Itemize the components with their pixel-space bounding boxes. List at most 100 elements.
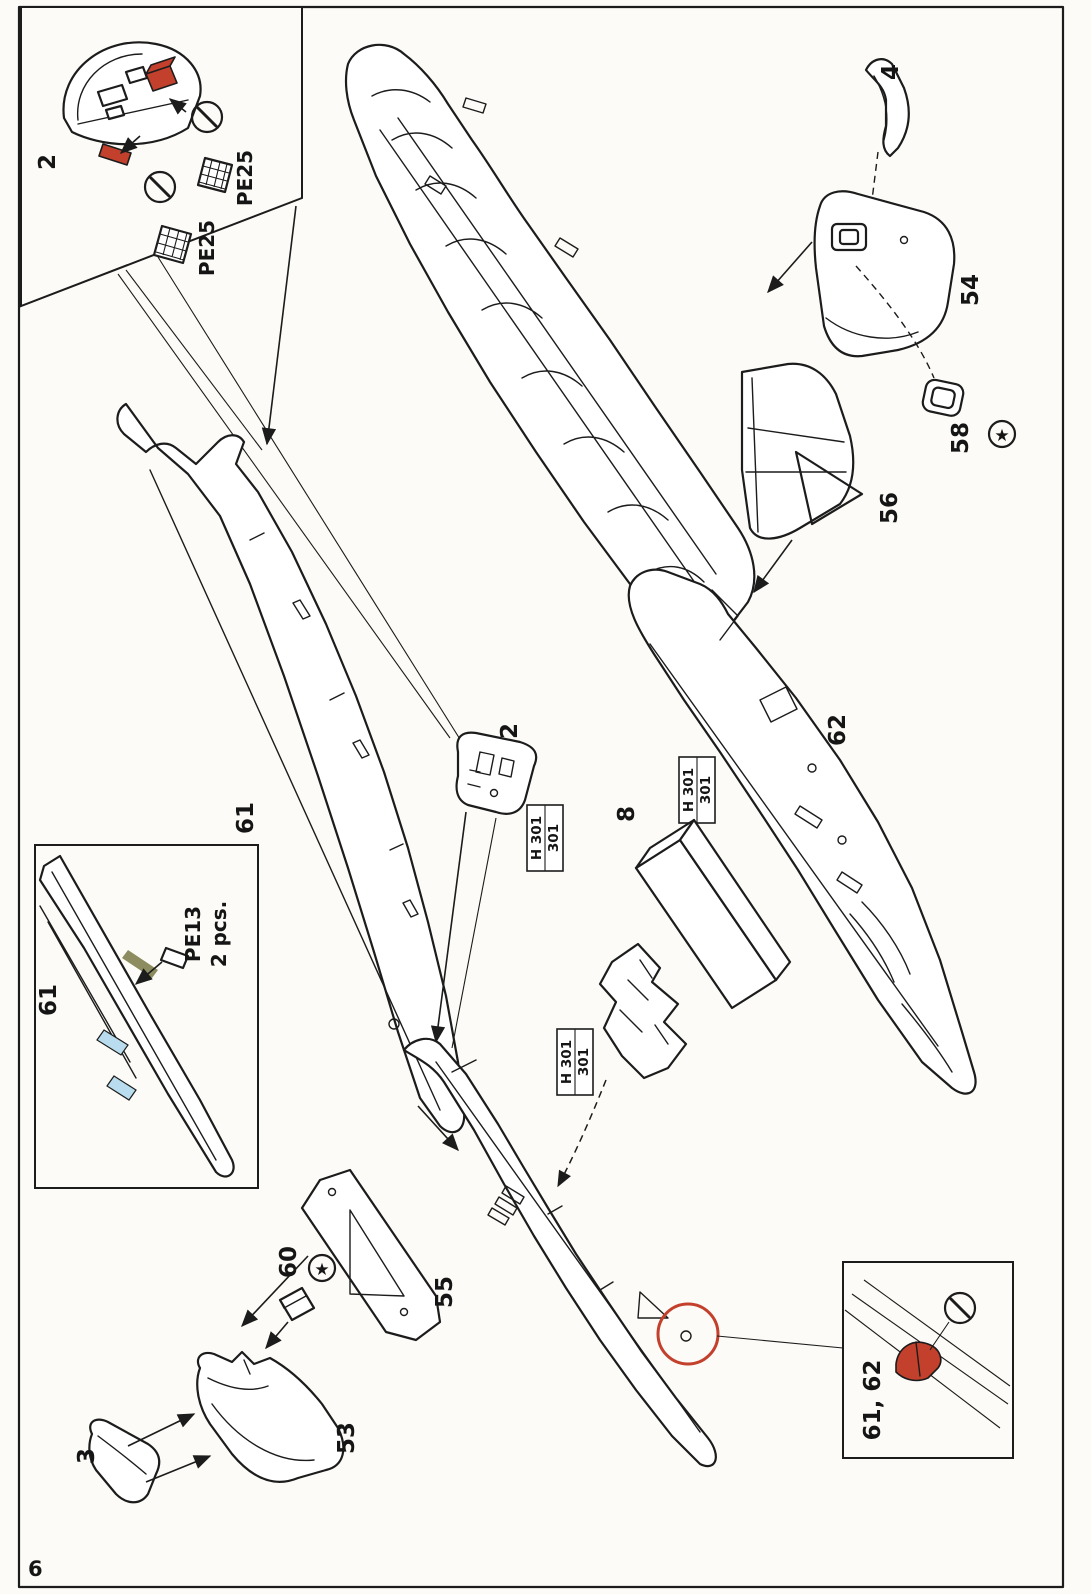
label-part-55: 55 (432, 1276, 458, 1308)
red-part-upper (145, 56, 178, 92)
part-53-outline (196, 1350, 345, 1483)
arrow-pe13 (134, 961, 163, 985)
svg-text:H 301: H 301 (529, 816, 545, 860)
label-part-56: 56 (877, 492, 903, 524)
arrow-part-3-b (145, 1455, 212, 1483)
svg-text:301: 301 (576, 1048, 592, 1076)
leader-inset-to-fuselage (261, 205, 297, 446)
label-pe13: PE13 (181, 906, 205, 962)
label-parts-61-62: 61, 62 (860, 1360, 886, 1441)
label-part-2-inset: 2 (35, 154, 61, 170)
part-54-hatch (830, 222, 868, 252)
part-61-details (149, 469, 441, 1111)
arrow-to-red-lower (119, 135, 141, 154)
cyan-highlight-b (106, 1075, 137, 1101)
part-3-outline (88, 1418, 161, 1504)
part-56-details (745, 377, 847, 533)
label-pe25-lower: PE25 (195, 220, 219, 276)
arrow-seat-install (557, 1079, 607, 1188)
part-60-outline (278, 1286, 316, 1322)
drain-bump (680, 1330, 692, 1342)
svg-text:★: ★ (994, 426, 1009, 446)
part-60-edge (279, 1295, 307, 1309)
red-highlight-circle (656, 1302, 720, 1366)
part-3-cover: 3 (74, 1413, 212, 1504)
part-58-inner (930, 386, 956, 410)
part-53-bay: 53 (196, 1350, 360, 1483)
arrow-to-red-upper (168, 98, 187, 115)
leader-part-2 (451, 817, 497, 1049)
part-58-outline (921, 378, 965, 417)
part-53-details (207, 1359, 315, 1462)
page-frame (17, 5, 1065, 1589)
part-54-detail (825, 317, 919, 339)
inset-cockpit-detail: 2 PE25 PE25 (20, 6, 303, 308)
part-55-cutout (349, 1209, 405, 1297)
part-62-outline (627, 568, 977, 1095)
part-4-dashed-leader (870, 151, 879, 209)
label-part-61-inset: 61 (36, 984, 62, 1016)
page-number: 6 (28, 1557, 43, 1581)
pe13-part (159, 946, 190, 970)
new-part-star-icon: ★ (987, 419, 1017, 449)
label-pe13-qty: 2 pcs. (207, 901, 231, 968)
ejection-seat-details (619, 959, 669, 1045)
part-62-fuselage-right-half: 62 (627, 568, 977, 1095)
dome-to-screw-leader (929, 1321, 950, 1351)
screw-head-icon (143, 170, 177, 204)
pe-mesh-lower (152, 224, 193, 265)
part-56-intake: 56 (740, 362, 903, 594)
arrow-part-54 (767, 241, 813, 294)
label-part-60: 60 (276, 1246, 302, 1278)
part-55-hole-b (399, 1307, 409, 1317)
paint-callout-2: H 301 301 (526, 804, 564, 872)
leader-to-bottom-inset (716, 1335, 844, 1349)
label-part-2: 2 (497, 723, 523, 739)
part-2-hole (489, 788, 499, 798)
part-54-hole (899, 235, 909, 245)
part-54-outline (813, 190, 956, 358)
screw-head-icon (943, 1291, 977, 1325)
part-61-fuselage-left-half: 61 (116, 402, 466, 1134)
part-62-hole-b (837, 835, 847, 845)
part-2-cockpit: 2 (430, 723, 538, 1049)
inset-pe13-detail: 61 PE13 2 pcs. (34, 844, 259, 1189)
paint-callout-center: H 301 301 (556, 1028, 594, 1096)
part-60-pad: 60 ★ (265, 1246, 337, 1350)
leader-inset-wedge (125, 269, 263, 451)
label-part-54: 54 (958, 274, 984, 306)
leader-inset-to-part2-a (117, 273, 451, 739)
part-55-plate: 55 (241, 1168, 458, 1342)
part-61-outline (116, 402, 466, 1134)
arrow-part-3-a (127, 1413, 196, 1447)
part-62-details (649, 589, 953, 1073)
lower-fuselage-assembly (402, 1037, 844, 1468)
part-8-seat-assembly: 8 (557, 806, 792, 1188)
svg-text:★: ★ (314, 1260, 329, 1280)
part-2-details (467, 751, 515, 788)
red-dome-slit (915, 1341, 921, 1377)
label-part-8: 8 (614, 806, 640, 822)
svg-text:H 301: H 301 (559, 1040, 575, 1084)
part-54-to-58-dashed (855, 265, 935, 379)
arrow-part-2-install (430, 811, 467, 1044)
svg-text:301: 301 (698, 776, 714, 804)
label-part-53: 53 (334, 1422, 360, 1454)
part-58-insert: 58 ★ (921, 378, 1017, 454)
part-4-panel: 4 (864, 58, 910, 209)
new-part-star-icon: ★ (307, 1253, 337, 1283)
arrow-into-lower-fuselage (417, 1105, 459, 1152)
part-4-detail (873, 75, 888, 141)
part-54-rear-fuselage: 54 (767, 190, 984, 379)
svg-text:H 301: H 301 (681, 768, 697, 812)
label-part-58: 58 (948, 422, 974, 454)
part-55-hole-a (327, 1187, 337, 1197)
leader-inset-to-part2-b (157, 256, 469, 753)
fuselage-upper-outline (344, 43, 756, 648)
canister-side (678, 818, 792, 982)
paint-callout-62: H 301 301 (678, 756, 716, 824)
part-61-ring (388, 1018, 400, 1030)
deck-boxes (96, 65, 149, 121)
